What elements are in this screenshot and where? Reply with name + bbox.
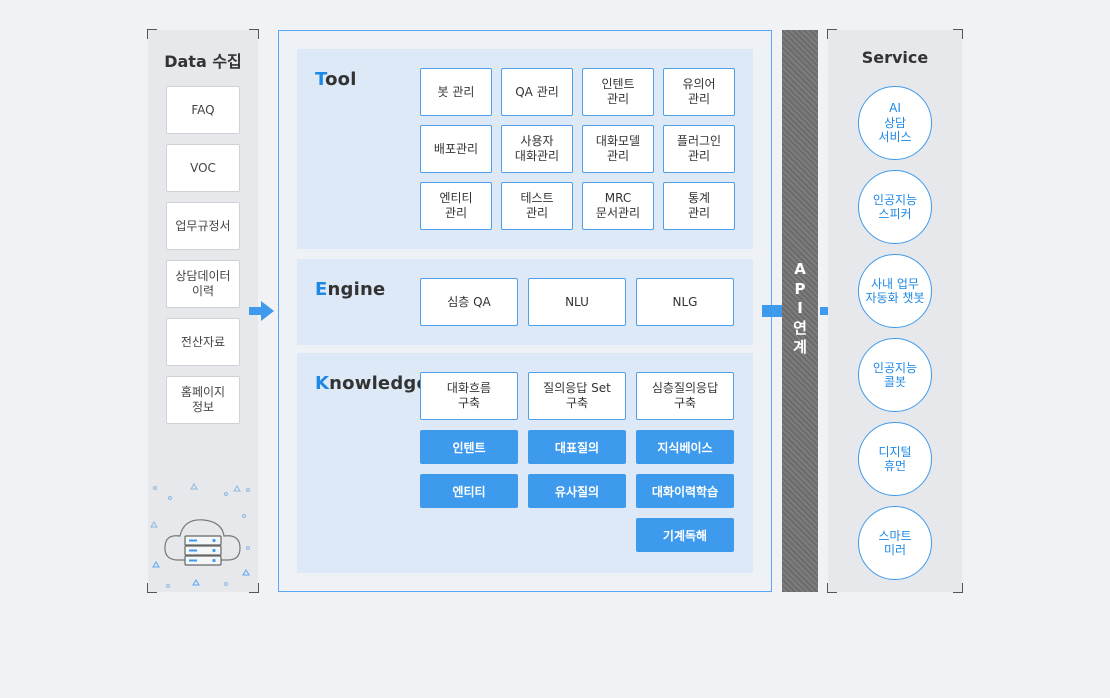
service-ai-consulting: AI 상담 서비스 [858,86,932,160]
knowledge-section: Knowledge 대화흐름 구축 질의응답 Set 구축 심층질의응답 구축 … [297,353,753,573]
knowledge-tag-similar-query: 유사질의 [528,474,626,508]
corner-bracket [147,29,157,39]
service-ai-speaker: 인공지능 스피커 [858,170,932,244]
data-collection-column: Data 수집 FAQ VOC 업무규정서 상담데이터 이력 전산자료 홈페이지… [147,29,259,593]
knowledge-tag-representative-query: 대표질의 [528,430,626,464]
tool-title-initial: T [315,69,326,90]
knowledge-title-rest: nowledge [329,373,429,394]
engine-nlg: NLG [636,278,734,326]
corner-bracket [827,29,837,39]
knowledge-dialog-flow-build: 대화흐름 구축 [420,372,518,420]
tool-plugin-management: 플러그인 관리 [663,125,735,173]
connector-bar [762,305,782,317]
tool-test-management: 테스트 관리 [501,182,573,230]
engine-section: Engine 심층 QA NLU NLG [297,259,753,345]
api-integration-label: A P I 연 계 [793,260,807,356]
api-integration-bar: A P I 연 계 [782,30,818,592]
knowledge-title: Knowledge [315,373,429,394]
corner-bracket [953,29,963,39]
service-smart-mirror: 스마트 미러 [858,506,932,580]
engine-nlu: NLU [528,278,626,326]
knowledge-qa-set-build: 질의응답 Set 구축 [528,372,626,420]
data-source-faq: FAQ [166,86,240,134]
knowledge-tag-knowledge-base: 지식베이스 [636,430,734,464]
engine-title: Engine [315,279,385,300]
engine-title-rest: ngine [327,279,386,300]
tool-bot-management: 봇 관리 [420,68,492,116]
tool-qa-management: QA 관리 [501,68,573,116]
knowledge-tag-machine-reading: 기계독해 [636,518,734,552]
knowledge-tag-dialog-history-learning: 대화이력학습 [636,474,734,508]
tool-deploy-management: 배포관리 [420,125,492,173]
service-work-automation-chatbot: 사내 업무 자동화 챗봇 [858,254,932,328]
data-source-system-data: 전산자료 [166,318,240,366]
knowledge-deep-qa-build: 심층질의응답 구축 [636,372,734,420]
data-source-homepage: 홈페이지 정보 [166,376,240,424]
chatbot-platform-frame: Tool 봇 관리 QA 관리 인텐트 관리 유의어 관리 배포관리 사용자 대… [278,30,772,592]
knowledge-tag-entity: 엔티티 [420,474,518,508]
data-source-voc: VOC [166,144,240,192]
corner-bracket [249,29,259,39]
knowledge-tag-intent: 인텐트 [420,430,518,464]
knowledge-title-initial: K [315,373,330,394]
tool-synonym-management: 유의어 관리 [663,68,735,116]
data-collection-title: Data 수집 [164,52,242,71]
corner-bracket [953,583,963,593]
service-title: Service [861,48,929,67]
tool-title-rest: ool [325,69,357,90]
cloud-server-icon [150,483,250,588]
tool-dialog-model-management: 대화모델 관리 [582,125,654,173]
corner-bracket [249,583,259,593]
tool-section: Tool 봇 관리 QA 관리 인텐트 관리 유의어 관리 배포관리 사용자 대… [297,49,753,249]
data-source-consult-history: 상담데이터 이력 [166,260,240,308]
tool-user-dialog-management: 사용자 대화관리 [501,125,573,173]
engine-title-initial: E [315,279,328,300]
tool-title: Tool [315,69,357,90]
corner-bracket [827,583,837,593]
service-column: Service AI 상담 서비스 인공지능 스피커 사내 업무 자동화 챗봇 … [827,29,963,593]
data-source-regulations: 업무규정서 [166,202,240,250]
corner-bracket [147,583,157,593]
tool-intent-management: 인텐트 관리 [582,68,654,116]
tool-mrc-document-management: MRC 문서관리 [582,182,654,230]
service-digital-human: 디지털 휴먼 [858,422,932,496]
tool-statistics-management: 통계 관리 [663,182,735,230]
tool-entity-management: 엔티티 관리 [420,182,492,230]
service-ai-callbot: 인공지능 콜봇 [858,338,932,412]
engine-deep-qa: 심층 QA [420,278,518,326]
arrow-right-icon [249,301,274,321]
